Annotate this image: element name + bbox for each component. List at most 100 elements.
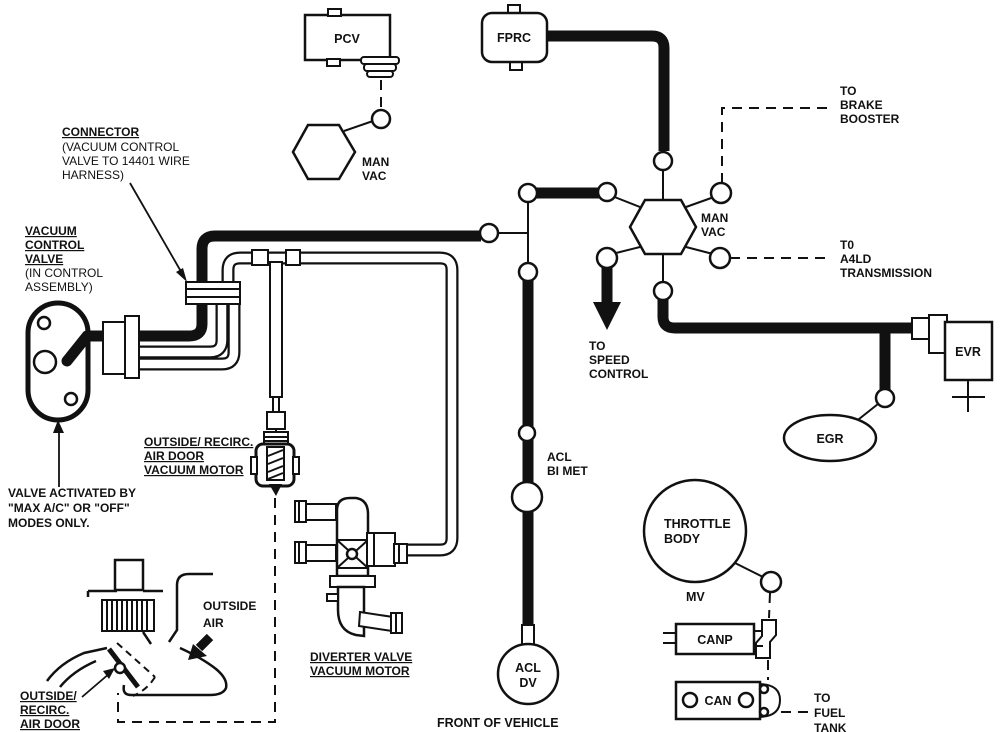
- connector-note-1: CONNECTOR: [62, 125, 139, 139]
- man-vac-port: [595, 246, 619, 270]
- fuel-tank-note-3: TANK: [814, 721, 847, 732]
- vcv-note-3: VALVE: [25, 252, 63, 266]
- manifold-vacuum-hoses: [62, 30, 913, 626]
- dash-mv-to-checkvalve: [768, 592, 771, 619]
- man-vac-fitting-left: MAN VAC: [291, 108, 392, 183]
- door-pivot: [113, 661, 127, 675]
- man-vac-right-label-2: VAC: [701, 225, 726, 239]
- orm-note-1: OUTSIDE/ RECIRC.: [144, 435, 253, 449]
- connector-note-4: HARNESS): [62, 168, 124, 182]
- man-vac-right-label-1: MAN: [701, 211, 728, 225]
- fprc-regulator: FPRC: [480, 4, 549, 71]
- evr-egr: EVR EGR: [782, 314, 994, 463]
- pcv-label: PCV: [334, 32, 360, 46]
- man-vac-fitting-right: MAN VAC: [595, 150, 733, 302]
- throttle-body-label-1: THROTTLE: [664, 517, 731, 531]
- throttle-canister-group: THROTTLE BODY MV CANP CAN: [642, 478, 783, 721]
- valve-activated-note-1: VALVE ACTIVATED BY: [8, 486, 136, 500]
- outside-air-note-2: AIR: [203, 616, 224, 630]
- annotation-arrows: [53, 182, 187, 698]
- dash-motor-to-air-door: [117, 498, 276, 723]
- connector-note-3: VALVE TO 14401 WIRE: [62, 154, 190, 168]
- speed-control-arrowhead-icon: [593, 302, 621, 330]
- man-vac-port: [652, 280, 674, 302]
- egr-label: EGR: [816, 432, 843, 446]
- outside-air-arrow-icon: [195, 633, 214, 652]
- vcv-note-4: (IN CONTROL: [25, 266, 103, 280]
- can-label: CAN: [704, 694, 731, 708]
- egr-port: [874, 387, 896, 409]
- diverter-note-2: VACUUM MOTOR: [310, 664, 410, 678]
- front-of-vehicle-label: FRONT OF VEHICLE: [437, 716, 559, 730]
- valve-fitting: [102, 321, 128, 375]
- fuel-tank-note-1: TO: [814, 691, 830, 705]
- brake-booster-note-1: TO: [840, 84, 856, 98]
- valve-arrowhead-icon: [53, 420, 64, 433]
- motor-feed-tube: [266, 261, 286, 436]
- vcv-note-2: CONTROL: [25, 238, 84, 252]
- fuel-tank-note-2: FUEL: [814, 706, 845, 720]
- outside-air-arrowhead-icon: [188, 644, 207, 660]
- brake-booster-note-2: BRAKE: [840, 98, 883, 112]
- evr-label: EVR: [955, 345, 981, 359]
- pcv-valve: PCV: [303, 8, 400, 78]
- vacuum-control-valve: [25, 300, 140, 423]
- text-annotations: CONNECTOR (VACUUM CONTROL VALVE TO 14401…: [8, 84, 932, 732]
- man-vac-port: [709, 181, 733, 205]
- diverter-note-1: DIVERTER VALVE: [310, 650, 412, 664]
- a4ld-note-3: TRANSMISSION: [840, 266, 932, 280]
- acl-dv: ACL DV: [496, 624, 560, 706]
- hose-fprc-to-manvac: [546, 30, 670, 151]
- man-vac-left-label-1: MAN: [362, 155, 389, 169]
- valve-activated-note-3: MODES ONLY.: [8, 516, 90, 530]
- outside-recirc-vacuum-motor: [250, 431, 300, 496]
- air-door-note-3: AIR DOOR: [20, 717, 80, 731]
- air-door-note-1: OUTSIDE/: [20, 689, 77, 703]
- a4ld-note-1: T0: [840, 238, 854, 252]
- brake-booster-note-3: BOOSTER: [840, 112, 900, 126]
- harness-connector: [185, 281, 241, 305]
- speed-control-note-3: CONTROL: [589, 367, 648, 381]
- a4ld-note-2: A4LD: [840, 252, 872, 266]
- man-vac-port: [370, 108, 392, 130]
- air-door-arrowhead-icon: [103, 668, 115, 679]
- center-junctions: [478, 182, 544, 514]
- canp-label: CANP: [697, 633, 732, 647]
- orm-note-2: AIR DOOR: [144, 449, 204, 463]
- fprc-label: FPRC: [497, 31, 531, 45]
- acl-bimet-label-1: ACL: [547, 450, 572, 464]
- hose-manvac-to-evr: [657, 299, 913, 334]
- man-vac-port: [596, 181, 618, 203]
- air-door-assembly: [45, 558, 228, 697]
- connector-note-2: (VACUUM CONTROL: [62, 140, 179, 154]
- check-valve: [755, 619, 777, 659]
- vcv-note-1: VACUUM: [25, 224, 77, 238]
- valve-activated-note-2: "MAX A/C" OR "OFF": [8, 501, 130, 515]
- man-vac-left-label-2: VAC: [362, 169, 387, 183]
- vcv-note-5: ASSEMBLY): [25, 280, 93, 294]
- throttle-body: [642, 478, 748, 584]
- hose-fitting: [251, 249, 269, 266]
- outside-air-note-1: OUTSIDE: [203, 599, 256, 613]
- acl-bimet-label-2: BI MET: [547, 464, 588, 478]
- orm-note-3: VACUUM MOTOR: [144, 463, 244, 477]
- air-door-note-2: RECIRC.: [20, 703, 69, 717]
- man-vac-port: [708, 246, 732, 270]
- diverter-valve: [294, 496, 408, 638]
- mv-label: MV: [686, 590, 705, 604]
- dash-to-brake-booster: [721, 107, 827, 183]
- connector-arrowhead-icon: [176, 268, 187, 282]
- hose-valve-to-junction: [62, 230, 481, 365]
- hose-fitting: [285, 249, 301, 266]
- man-vac-port: [652, 150, 674, 172]
- acl-dv-label-1: ACL: [515, 661, 541, 675]
- mv-port: [759, 570, 783, 594]
- canp-solenoid: [674, 622, 756, 656]
- throttle-body-label-2: BODY: [664, 532, 701, 546]
- dashed-lines: [117, 80, 827, 723]
- hollow-hoses: [137, 249, 459, 557]
- valve-fitting-flange: [124, 315, 140, 379]
- speed-control-note-1: TO: [589, 339, 605, 353]
